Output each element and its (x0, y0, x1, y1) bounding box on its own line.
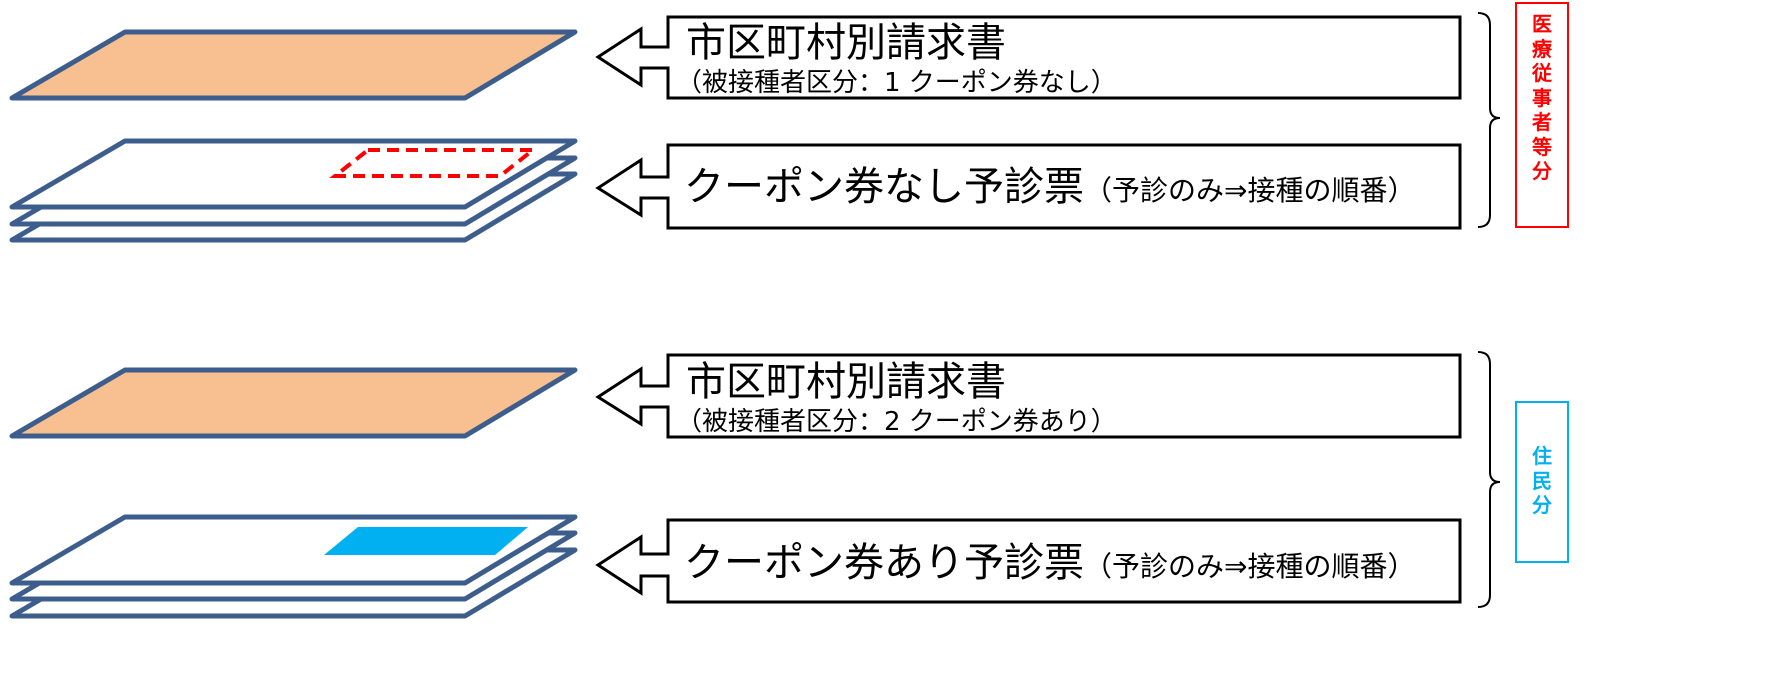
slip-main-bottom: クーポン券あり予診票 (684, 540, 1084, 586)
category-box-bottom (1515, 401, 1569, 563)
arrow-slip-bottom (595, 518, 1462, 604)
bracket-bottom (1477, 351, 1501, 608)
category-char: 従 (1532, 61, 1552, 85)
invoice-sheet-top (9, 29, 578, 101)
slip-note-bottom: （予診のみ⇒接種の順番） (1084, 550, 1416, 583)
category-char: 医 (1532, 12, 1552, 36)
slip-label-bottom: クーポン券あり予診票（予診のみ⇒接種の順番） (684, 543, 1415, 583)
slip-note-top: （予診のみ⇒接種の順番） (1084, 174, 1416, 207)
category-char: 住 (1532, 444, 1552, 468)
category-char: 民 (1532, 468, 1552, 493)
missing-coupon-outline (329, 148, 539, 178)
slip-stack-top (9, 138, 578, 243)
slip-label-top: クーポン券なし予診票（予診のみ⇒接種の順番） (684, 167, 1415, 207)
category-char: 療 (1532, 36, 1552, 61)
category-label-bottom: 住 民 分 (1528, 444, 1556, 518)
category-char: 事 (1532, 85, 1552, 110)
slip-main-top: クーポン券なし予診票 (684, 164, 1084, 210)
category-char: 分 (1532, 493, 1552, 517)
category-label-top: 医 療 従 事 者 等 分 (1528, 12, 1556, 184)
invoice-sheet-bottom (9, 367, 578, 439)
invoice-title-top: 市区町村別請求書 (686, 20, 1006, 66)
coupon-ticket (324, 527, 528, 555)
category-char: 等 (1532, 134, 1552, 159)
invoice-subtitle-bottom: （被接種者区分：2 クーポン券あり） (676, 407, 1117, 437)
arrow-slip-top (595, 143, 1462, 230)
category-char: 分 (1532, 159, 1552, 183)
invoice-subtitle-top: （被接種者区分：1 クーポン券なし） (676, 68, 1117, 98)
category-box-top (1515, 2, 1569, 228)
arrow-invoice-bottom (595, 353, 1462, 439)
invoice-title-bottom: 市区町村別請求書 (686, 359, 1006, 405)
arrow-invoice-top (595, 15, 1462, 100)
bracket-top (1477, 12, 1501, 228)
category-char: 者 (1532, 110, 1552, 134)
